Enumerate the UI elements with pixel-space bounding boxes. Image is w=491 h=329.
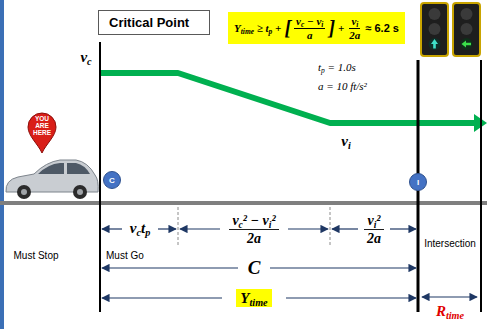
formula-row: Ytime ≥ tp +[vc − via]+vi2a≈ 6.2 s [234, 15, 399, 41]
subscript: i [321, 20, 323, 29]
parameter-note: tp = 1.0s [318, 61, 356, 74]
zone-label: Must Go [106, 250, 144, 262]
subscript: c [301, 20, 304, 29]
fraction-numerator: vc² − vi² [229, 213, 278, 230]
fraction: vi2a [347, 15, 362, 41]
marker-text: YOU ARE HERE [30, 116, 54, 136]
zone-label: Must Stop [13, 250, 58, 262]
title-box: Critical Point [98, 10, 210, 35]
bracket: [ [284, 17, 291, 40]
separator [330, 207, 331, 246]
car [6, 160, 98, 199]
location-marker: YOU ARE HERE [27, 112, 57, 154]
formula-text: Ytime ≥ tp + [234, 22, 281, 34]
point-circle: I [409, 173, 427, 191]
speed-label: vi [341, 133, 351, 150]
formula-text: ≈ 6.2 s [365, 22, 399, 34]
subscript: p [321, 66, 325, 75]
subscript: i [374, 220, 377, 230]
subscript: i [348, 140, 351, 151]
parameter-note: a = 10 ft/s² [318, 80, 367, 93]
dimension-arrows [102, 229, 477, 298]
speed-label: vc [80, 49, 91, 66]
speed-profile [100, 73, 476, 123]
fraction-denominator: 2a [244, 231, 264, 247]
subscript: time [250, 297, 268, 308]
numerator: vc − vi [294, 15, 325, 29]
circle-letter: I [417, 178, 419, 187]
subscript: i [356, 20, 358, 29]
bracket: ] [328, 17, 335, 40]
subscript: c [87, 56, 92, 67]
denominator: a [305, 29, 315, 42]
subscript: c [136, 227, 141, 238]
subscript: p [269, 27, 273, 36]
zone-label: Intersection [424, 238, 476, 250]
subscript: c [239, 220, 243, 230]
distance-term: vctp [130, 220, 150, 237]
time-label: Rtime [436, 303, 464, 320]
subscript: p [145, 227, 150, 238]
formula-text: + [338, 22, 344, 34]
side-strip [0, 0, 4, 329]
traffic-lights [421, 3, 480, 56]
subscript: time [446, 310, 464, 321]
title-text: Critical Point [109, 15, 189, 30]
numerator: vi [349, 15, 360, 29]
fraction: vc − via [294, 15, 325, 41]
dimension-label: C [248, 257, 261, 279]
separator [178, 207, 179, 246]
time-label: Ytime [240, 290, 267, 306]
critical-line [99, 42, 101, 312]
intersection-line [480, 60, 482, 312]
point-circle: C [103, 171, 121, 189]
circle-letter: C [109, 176, 115, 185]
road [0, 201, 487, 205]
subscript: i [269, 220, 272, 230]
fraction-denominator: 2a [364, 231, 384, 247]
subscript: time [241, 27, 254, 36]
time-highlight: Ytime [236, 289, 271, 307]
stop-line [417, 60, 420, 312]
formula-box: Ytime ≥ tp +[vc − via]+vi2a≈ 6.2 s [228, 12, 405, 44]
denominator: 2a [347, 29, 362, 42]
fraction-numerator: vi² [364, 213, 383, 230]
